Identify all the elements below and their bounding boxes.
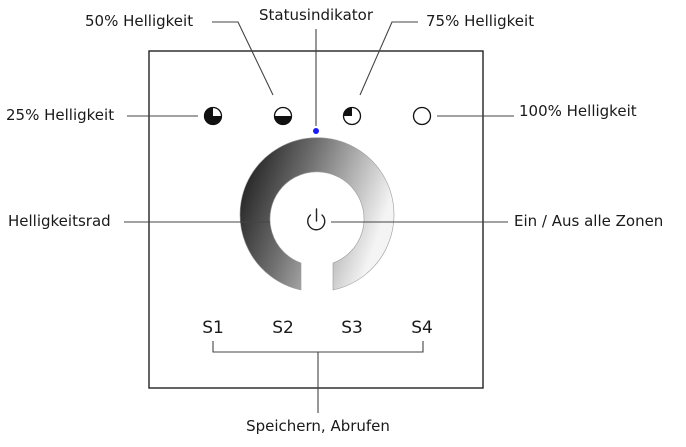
brightness-100-icon[interactable] (412, 106, 432, 126)
brightness-wheel[interactable] (239, 137, 395, 291)
brightness-50-icon[interactable] (273, 106, 293, 126)
brightness-50-label: 50% Helligkeit (85, 12, 194, 30)
brightness-wheel-label: Helligkeitsrad (8, 212, 111, 230)
brightness-25-label: 25% Helligkeit (6, 106, 115, 124)
scene-button-s2[interactable]: S2 (272, 318, 294, 338)
status-indicator-label: Statusindikator (258, 6, 373, 24)
scene-button-s3[interactable]: S3 (341, 318, 363, 338)
scene-button-s4[interactable]: S4 (411, 318, 433, 338)
save-recall-label: Speichern, Abrufen (246, 417, 390, 435)
power-icon[interactable] (307, 208, 326, 231)
brightness-100-label: 100% Helligkeit (519, 102, 637, 120)
brightness-75-label: 75% Helligkeit (426, 12, 535, 30)
leader-lines (124, 21, 514, 413)
scene-button-s1[interactable]: S1 (202, 318, 224, 338)
status-led (313, 128, 319, 134)
brightness-75-icon[interactable] (342, 106, 362, 126)
power-all-zones-label: Ein / Aus alle Zonen (514, 212, 664, 230)
brightness-25-icon[interactable] (203, 106, 223, 126)
